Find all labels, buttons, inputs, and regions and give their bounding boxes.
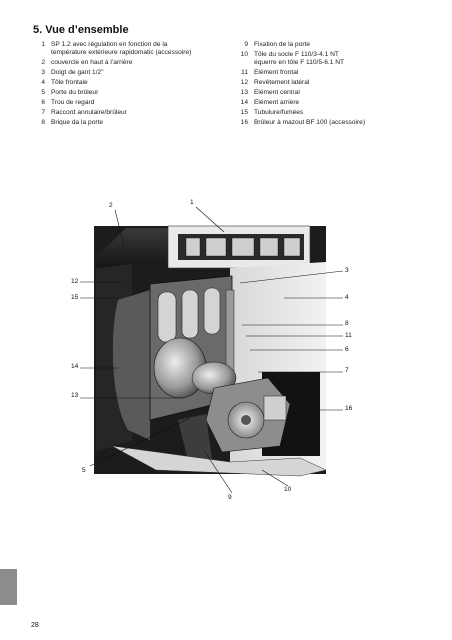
callout-16: 16 (345, 405, 353, 412)
callout-4: 4 (345, 294, 349, 301)
legend-number: 9 (244, 41, 248, 48)
legend-item: 9 Fixation de la porte (236, 41, 436, 49)
base-plate (111, 445, 327, 477)
legend-item: 13 Elément central (236, 89, 436, 97)
rear-section (112, 290, 150, 440)
legend-number: 2 (41, 59, 45, 67)
legend-item: 2 couvercle en haut à l’arrière (33, 59, 228, 67)
legend-text: Tôle du socle F 110/3-4.1 NT (254, 51, 339, 58)
legend-left: 1 SP 1.2 avec régulation en fonction de l… (33, 41, 228, 129)
callout-7: 7 (345, 367, 349, 374)
section-title: 5. Vue d’ensemble (33, 24, 129, 36)
legend-number: 16 (240, 119, 248, 127)
callout-6: 6 (345, 346, 349, 353)
callout-8: 8 (345, 320, 349, 327)
legend-item: 1 SP 1.2 avec régulation en fonction de l… (33, 41, 228, 58)
burner-motor (263, 395, 287, 421)
legend-number: 3 (41, 69, 45, 77)
top-cover (96, 228, 168, 268)
legend-number: 13 (240, 89, 248, 97)
legend-text: Elément arrière (254, 99, 300, 107)
callout-9: 9 (228, 494, 232, 501)
legend-text-continued: température extérieure rapidomatic (acce… (51, 49, 192, 57)
legend-item: 14 Elément arrière (236, 99, 436, 107)
legend-number: 12 (240, 79, 248, 87)
legend-number: 15 (240, 109, 248, 117)
legend-text: Elément central (254, 89, 300, 97)
callout-15: 15 (71, 294, 79, 301)
legend-item: 4 Tôle frontale (33, 79, 228, 87)
callout-13: 13 (71, 392, 79, 399)
legend-text: Raccord annulaire/brûleur (51, 109, 127, 117)
legend-text: Brûleur à mazout BF 100 (accessoire) (254, 119, 366, 127)
legend-right: 9 Fixation de la porte 10 Tôle du socle F … (236, 41, 436, 129)
chapter-tab (0, 569, 17, 605)
legend-number: 7 (41, 109, 45, 117)
legend-number: 14 (240, 99, 248, 107)
legend-text: Trou de regard (51, 99, 95, 107)
legend-text: Fixation de la porte (254, 41, 311, 48)
legend-item: 16 Brûleur à mazout BF 100 (accessoire) (236, 119, 436, 127)
legend-text: Brique da la porte (51, 119, 104, 127)
leader-lines (80, 206, 344, 494)
legend-text: couvercle en haut à l’arrière (51, 59, 133, 67)
legend-number: 8 (41, 119, 45, 127)
legend-item: 11 Elément frontal (236, 69, 436, 77)
control-knobs (185, 237, 301, 257)
legend-text: Doigt de gant 1/2" (51, 69, 104, 77)
legend-item: 8 Brique da la porte (33, 119, 228, 127)
legend-item: 5 Porte du brûleur (33, 89, 228, 97)
callout-3: 3 (345, 267, 349, 274)
callout-2: 2 (109, 202, 113, 209)
callout-12: 12 (71, 278, 79, 285)
legend-text: Elément frontal (254, 69, 299, 77)
legend-text: Tôle frontale (51, 79, 88, 87)
legend-text: SP 1.2 avec régulation en fonction de la (51, 41, 168, 48)
legend-text: Porte du brûleur (51, 89, 99, 97)
page-number: 28 (31, 622, 39, 629)
legend-item: 7 Raccord annulaire/brûleur (33, 109, 228, 117)
legend-number: 11 (241, 69, 248, 77)
callout-5: 5 (82, 467, 86, 474)
legend-number: 10 (240, 51, 248, 58)
callout-1: 1 (190, 199, 194, 206)
legend-text: Revêtement latéral (254, 79, 310, 87)
burner-door (178, 414, 212, 468)
legend-number: 6 (41, 99, 45, 107)
legend-number: 1 (41, 41, 45, 48)
legend-item: 3 Doigt de gant 1/2" (33, 69, 228, 77)
legend-item: 12 Revêtement latéral (236, 79, 436, 87)
callout-10: 10 (284, 486, 292, 493)
legend-number: 5 (41, 89, 45, 97)
legend-item: 6 Trou de regard (33, 99, 228, 107)
legend-text: Tubulure/fumées (254, 109, 304, 117)
legend-number: 4 (41, 79, 45, 87)
burner-fan-hub (241, 415, 251, 425)
callout-11: 11 (345, 332, 352, 339)
legend-item: 15 Tubulure/fumées (236, 109, 436, 117)
legend-text-continued: équerre en tôle F 110/5-6.1 NT (254, 59, 345, 67)
flue-pipe (225, 289, 235, 379)
callout-14: 14 (71, 363, 79, 370)
